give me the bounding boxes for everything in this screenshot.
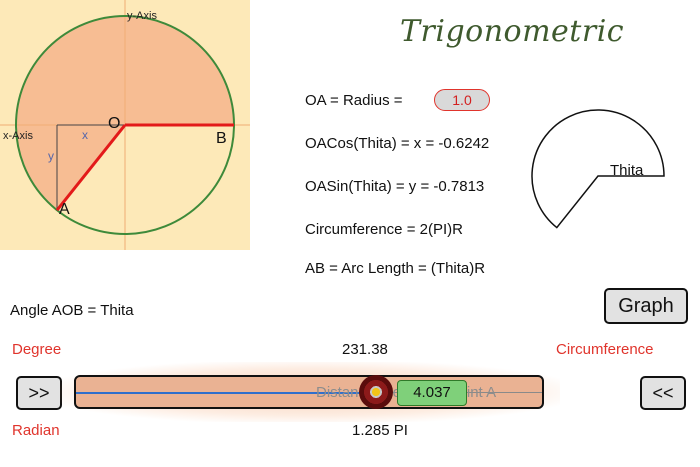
radius-label: OA = Radius = bbox=[305, 92, 403, 109]
sin-equation: OASin(Thita) = y = -0.7813 bbox=[305, 178, 485, 195]
y-axis-label: y-Axis bbox=[127, 10, 157, 22]
slider-progress-line bbox=[76, 392, 376, 394]
y-projection-label: y bbox=[48, 149, 54, 163]
x-projection-label: x bbox=[82, 128, 88, 142]
slider-thumb[interactable] bbox=[359, 375, 393, 409]
unit-circle-diagram: y-Axis x-Axis O B A x y bbox=[0, 0, 250, 250]
arc-length-equation: AB = Arc Length = (Thita)R bbox=[305, 260, 486, 277]
cos-equation: OACos(Thita) = x = -0.6242 bbox=[305, 135, 490, 152]
pie-label: Thita bbox=[610, 162, 644, 179]
circumference-equation: Circumference = 2(PI)R bbox=[305, 221, 463, 238]
point-b-label: B bbox=[216, 130, 227, 147]
degree-label: Degree bbox=[12, 341, 62, 358]
circumference-label: Circumference bbox=[556, 341, 654, 358]
radian-label: Radian bbox=[12, 422, 60, 439]
radian-value: 1.285 PI bbox=[352, 422, 408, 439]
radius-input[interactable] bbox=[434, 89, 490, 111]
angle-caption: Angle AOB = Thita bbox=[10, 302, 134, 319]
point-a-label: A bbox=[59, 201, 70, 218]
origin-label: O bbox=[108, 115, 120, 132]
radius-line-oa bbox=[55, 124, 127, 212]
angle-slider-track[interactable]: Distance From B to Point A bbox=[74, 375, 544, 409]
arc-length-value: 4.037 bbox=[397, 380, 467, 406]
x-axis-label: x-Axis bbox=[3, 130, 33, 142]
app-title: Trigonometric bbox=[400, 14, 625, 49]
forward-button[interactable]: >> bbox=[16, 376, 62, 410]
graph-button[interactable]: Graph bbox=[604, 288, 688, 324]
back-button[interactable]: << bbox=[640, 376, 686, 410]
angle-pie-slice bbox=[531, 109, 665, 229]
degree-value: 231.38 bbox=[342, 341, 388, 358]
angle-pie-chart: Thita bbox=[531, 109, 665, 229]
